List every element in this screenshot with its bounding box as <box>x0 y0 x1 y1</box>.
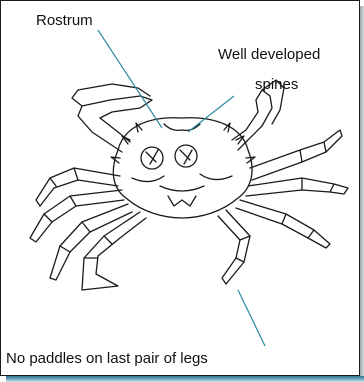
right-claw <box>232 90 272 150</box>
carapace-grooves <box>132 174 232 206</box>
right-leg-1 <box>250 130 342 180</box>
rostrum-leader-line <box>98 30 162 128</box>
left-leg-2 <box>30 190 124 242</box>
right-leg-4 <box>218 210 250 284</box>
left-leg-4 <box>82 212 146 290</box>
left-leg-1 <box>36 168 120 206</box>
right-leg-3 <box>236 200 330 248</box>
carapace <box>113 118 252 218</box>
paddles-leader-line <box>238 290 265 346</box>
spines-label-line2: spines <box>255 76 298 94</box>
paddles-label: No paddles on last pair of legs <box>6 350 208 368</box>
rostrum-label: Rostrum <box>36 12 93 30</box>
spines-label-line1: Well developed <box>218 46 320 64</box>
